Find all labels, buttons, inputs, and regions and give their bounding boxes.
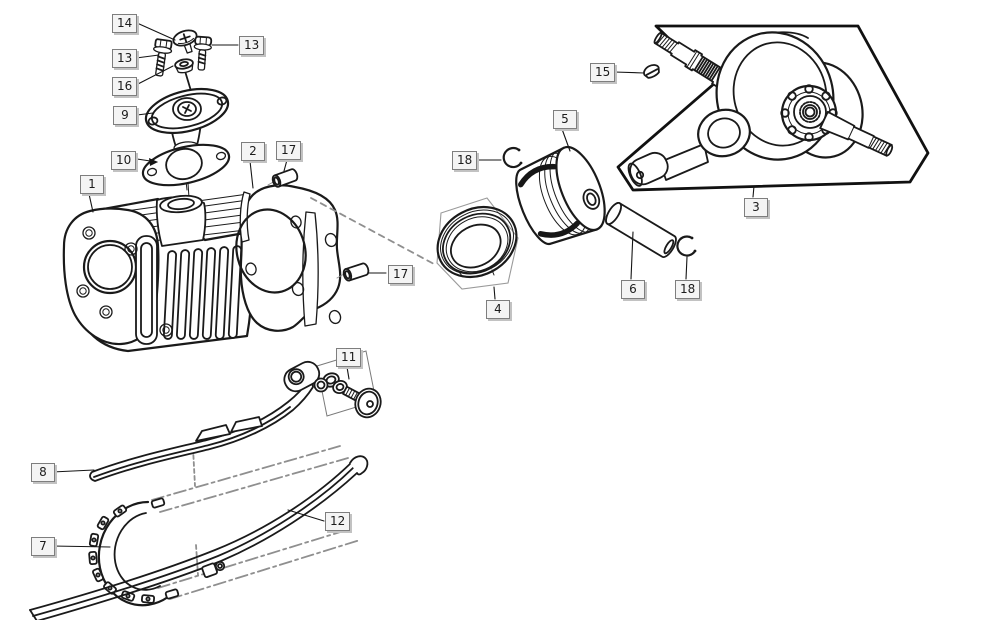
dowel-pin-top-drawing bbox=[267, 168, 299, 188]
pan-head-screw-drawing bbox=[172, 29, 198, 54]
piston-pin-drawing bbox=[605, 202, 677, 258]
alignment-dashed-line bbox=[310, 197, 435, 265]
cylinder-gasket-drawing bbox=[235, 184, 342, 332]
flange-bolt-right-drawing bbox=[193, 35, 213, 71]
circlip-right-drawing bbox=[676, 235, 697, 257]
chain-guide-blade-drawing bbox=[29, 455, 369, 620]
callout-pan-head-screw: 14 bbox=[112, 14, 138, 33]
callout-woodruff-key: 15 bbox=[590, 63, 616, 82]
stud-washer-drawing bbox=[174, 58, 194, 91]
flange-bolt-left-drawing bbox=[153, 38, 173, 77]
dowel-pin-bottom-drawing bbox=[336, 262, 370, 282]
callout-timing-chain: 7 bbox=[31, 537, 55, 556]
callout-piston: 5 bbox=[553, 110, 577, 129]
callout-circlip-right: 18 bbox=[675, 280, 701, 299]
valve-gasket-drawing bbox=[141, 143, 231, 199]
chain-guide-drawing bbox=[89, 360, 329, 487]
callout-flange-bolt-right: 13 bbox=[239, 36, 265, 55]
callout-flange-bolt-left: 13 bbox=[112, 49, 138, 68]
callout-tensioner-bolt: 11 bbox=[336, 348, 362, 367]
callout-dowel-pin-bottom: 17 bbox=[388, 265, 414, 284]
piston-rings-drawing bbox=[436, 197, 519, 290]
crankshaft-drawing bbox=[616, 24, 930, 192]
callout-valve-assembly: 9 bbox=[113, 106, 137, 125]
circlip-left-drawing bbox=[502, 147, 523, 169]
callout-stud-washer: 16 bbox=[112, 77, 138, 96]
callout-crankshaft: 3 bbox=[744, 198, 768, 217]
piston-drawing bbox=[515, 145, 606, 246]
callout-piston-pin: 6 bbox=[621, 280, 645, 299]
leader-lines bbox=[51, 22, 755, 548]
callout-cylinder: 1 bbox=[80, 175, 104, 194]
callout-valve-gasket: 10 bbox=[111, 151, 137, 170]
timing-chain-drawing bbox=[88, 445, 361, 607]
callout-chain-guide-blade: 12 bbox=[325, 512, 351, 531]
callout-cylinder-gasket: 2 bbox=[241, 142, 265, 161]
cylinder-drawing bbox=[62, 193, 263, 353]
callout-circlip-left: 18 bbox=[452, 151, 478, 170]
callout-chain-guide: 8 bbox=[31, 463, 55, 482]
woodruff-key-drawing bbox=[643, 64, 660, 79]
callout-piston-rings: 4 bbox=[486, 300, 510, 319]
callout-dowel-pin-top: 17 bbox=[276, 141, 302, 160]
